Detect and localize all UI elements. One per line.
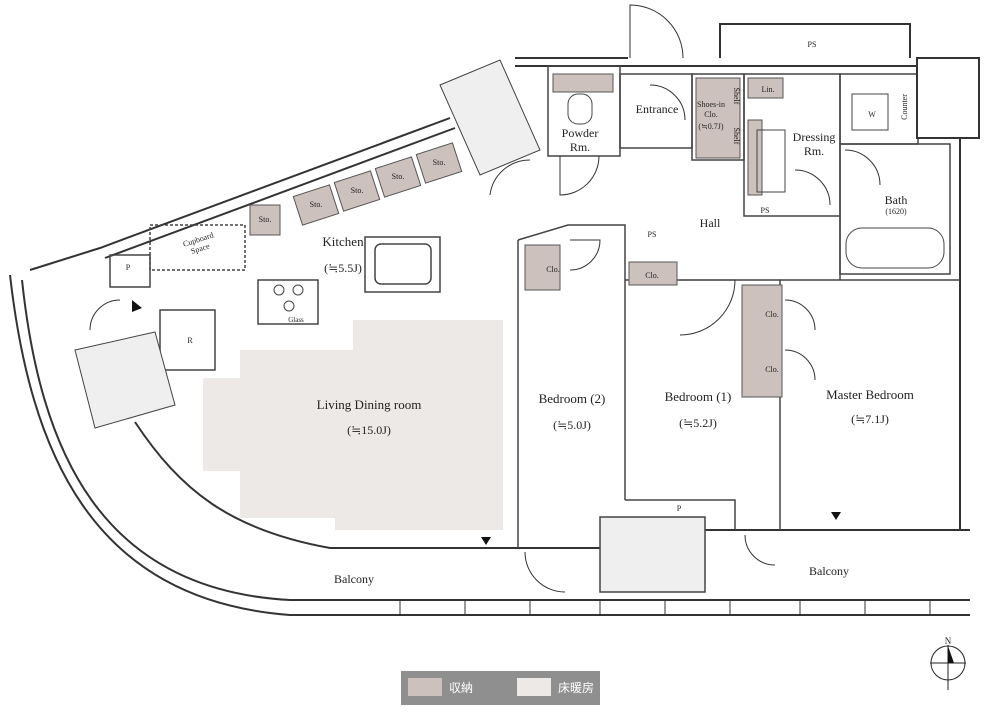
powder-label-2: Rm. <box>570 140 590 154</box>
bath-size: (1620) <box>885 207 907 216</box>
balcony-left-label: Balcony <box>334 572 374 586</box>
sto-label: Sto. <box>392 172 405 181</box>
walls <box>9 23 970 616</box>
bath-label: Bath <box>885 193 908 207</box>
powder-label-1: Powder <box>562 126 599 140</box>
w-label: W <box>868 110 876 119</box>
shelf-label: Shelf <box>732 128 741 145</box>
glass-label: Glass <box>288 316 304 324</box>
north-compass-icon: N <box>930 636 966 690</box>
dressing-label-1: Dressing <box>793 130 836 144</box>
compass-north-label: N <box>945 636 952 646</box>
bedroom2-name: Bedroom (2) <box>539 391 606 406</box>
bedroom1-name: Bedroom (1) <box>665 389 732 404</box>
shoes-label-2: Clo. <box>704 110 718 119</box>
master-name: Master Bedroom <box>826 387 914 402</box>
legend-storage-swatch <box>408 678 442 696</box>
legend-floor-heating-label: 床暖房 <box>558 681 595 695</box>
structural-columns <box>74 57 980 429</box>
lin-label: Lin. <box>761 85 774 94</box>
storage-areas <box>249 73 784 398</box>
master-size: (≒7.1J) <box>851 412 889 426</box>
dressing-label-2: Rm. <box>804 144 824 158</box>
window-marker-icon <box>831 512 841 520</box>
ps-label: PS <box>648 230 657 239</box>
clo-label: Clo. <box>546 265 560 274</box>
clo-label: Clo. <box>765 310 779 319</box>
ldk-size: (≒15.0J) <box>347 423 391 437</box>
legend-floor-heating-swatch <box>517 678 551 696</box>
interior-walls <box>109 65 960 593</box>
shelf-label: Shelf <box>732 88 741 105</box>
r-label: R <box>187 336 193 345</box>
shoes-label-1: Shoes-in <box>697 100 725 109</box>
sto-label: Sto. <box>259 215 272 224</box>
counter-label: Counter <box>900 94 909 120</box>
bedroom2-size: (≒5.0J) <box>553 418 591 432</box>
fixtures-drawn <box>273 93 945 312</box>
hall-label: Hall <box>700 216 721 230</box>
balcony-right-label: Balcony <box>809 564 849 578</box>
window-marker-icon <box>481 537 491 545</box>
clo-label: Clo. <box>765 365 779 374</box>
doors <box>89 4 881 593</box>
p-label: P <box>126 263 131 272</box>
legend-storage-label: 収納 <box>449 681 474 695</box>
kitchen-size: (≒5.5J) <box>324 261 362 275</box>
kitchen-name: Kitchen <box>322 234 364 249</box>
p-label: P <box>677 504 682 513</box>
ps-label: PS <box>761 206 770 215</box>
room-labels: Kitchen (≒5.5J) Living Dining room (≒15.… <box>317 102 914 586</box>
legend: 収納 床暖房 <box>401 671 600 705</box>
entrance-label: Entrance <box>636 102 679 116</box>
ps-label: PS <box>808 40 817 49</box>
entry-arrow-icon <box>132 300 142 312</box>
bedroom1-size: (≒5.2J) <box>679 416 717 430</box>
sto-label: Sto. <box>310 200 323 209</box>
clo-label: Clo. <box>645 271 659 280</box>
ldk-name: Living Dining room <box>317 397 422 412</box>
sto-label: Sto. <box>351 186 364 195</box>
shoes-label-3: (≒0.7J) <box>698 122 723 131</box>
floor-heating-zone <box>203 320 503 530</box>
sto-label: Sto. <box>433 158 446 167</box>
